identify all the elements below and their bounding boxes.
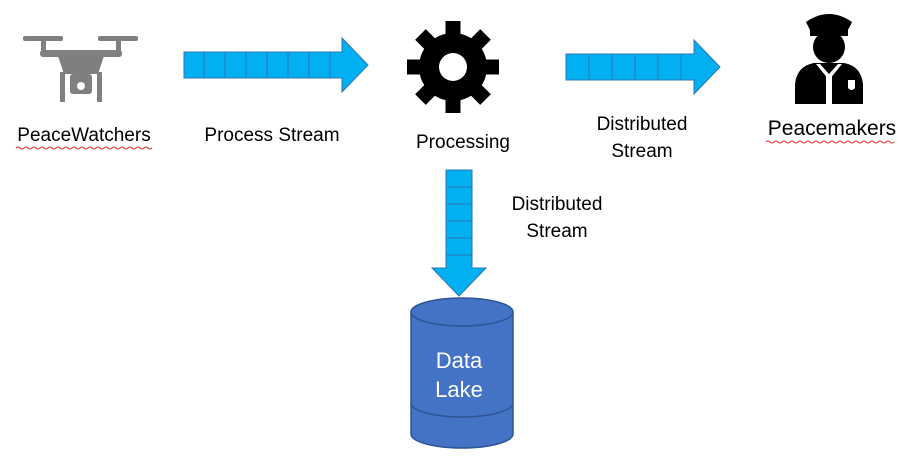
spellcheck-underline bbox=[15, 146, 153, 150]
distributed-stream-right-line2: Stream bbox=[611, 141, 672, 162]
gear-icon bbox=[407, 21, 499, 113]
distributed-stream-right-line1: Distributed bbox=[597, 114, 688, 135]
police-officer-icon bbox=[795, 14, 863, 104]
process-stream-label: Process Stream bbox=[204, 125, 339, 146]
drone-icon bbox=[23, 36, 138, 102]
spellcheck-underline bbox=[765, 140, 895, 144]
database-cylinder-icon bbox=[410, 297, 514, 449]
peacewatchers-label: PeaceWatchers bbox=[17, 125, 150, 146]
distributed-stream-down-line1: Distributed bbox=[512, 194, 603, 215]
processing-label: Processing bbox=[416, 132, 510, 153]
peacemakers-label: Peacemakers bbox=[768, 117, 896, 140]
process-stream-arrow bbox=[183, 36, 369, 94]
distributed-stream-down-line2: Stream bbox=[526, 221, 587, 242]
distributed-stream-arrow-right bbox=[565, 38, 721, 96]
data-lake-label-line2: Lake bbox=[435, 377, 483, 402]
data-lake-label-line1: Data bbox=[436, 348, 483, 373]
distributed-stream-arrow-down bbox=[430, 169, 488, 297]
